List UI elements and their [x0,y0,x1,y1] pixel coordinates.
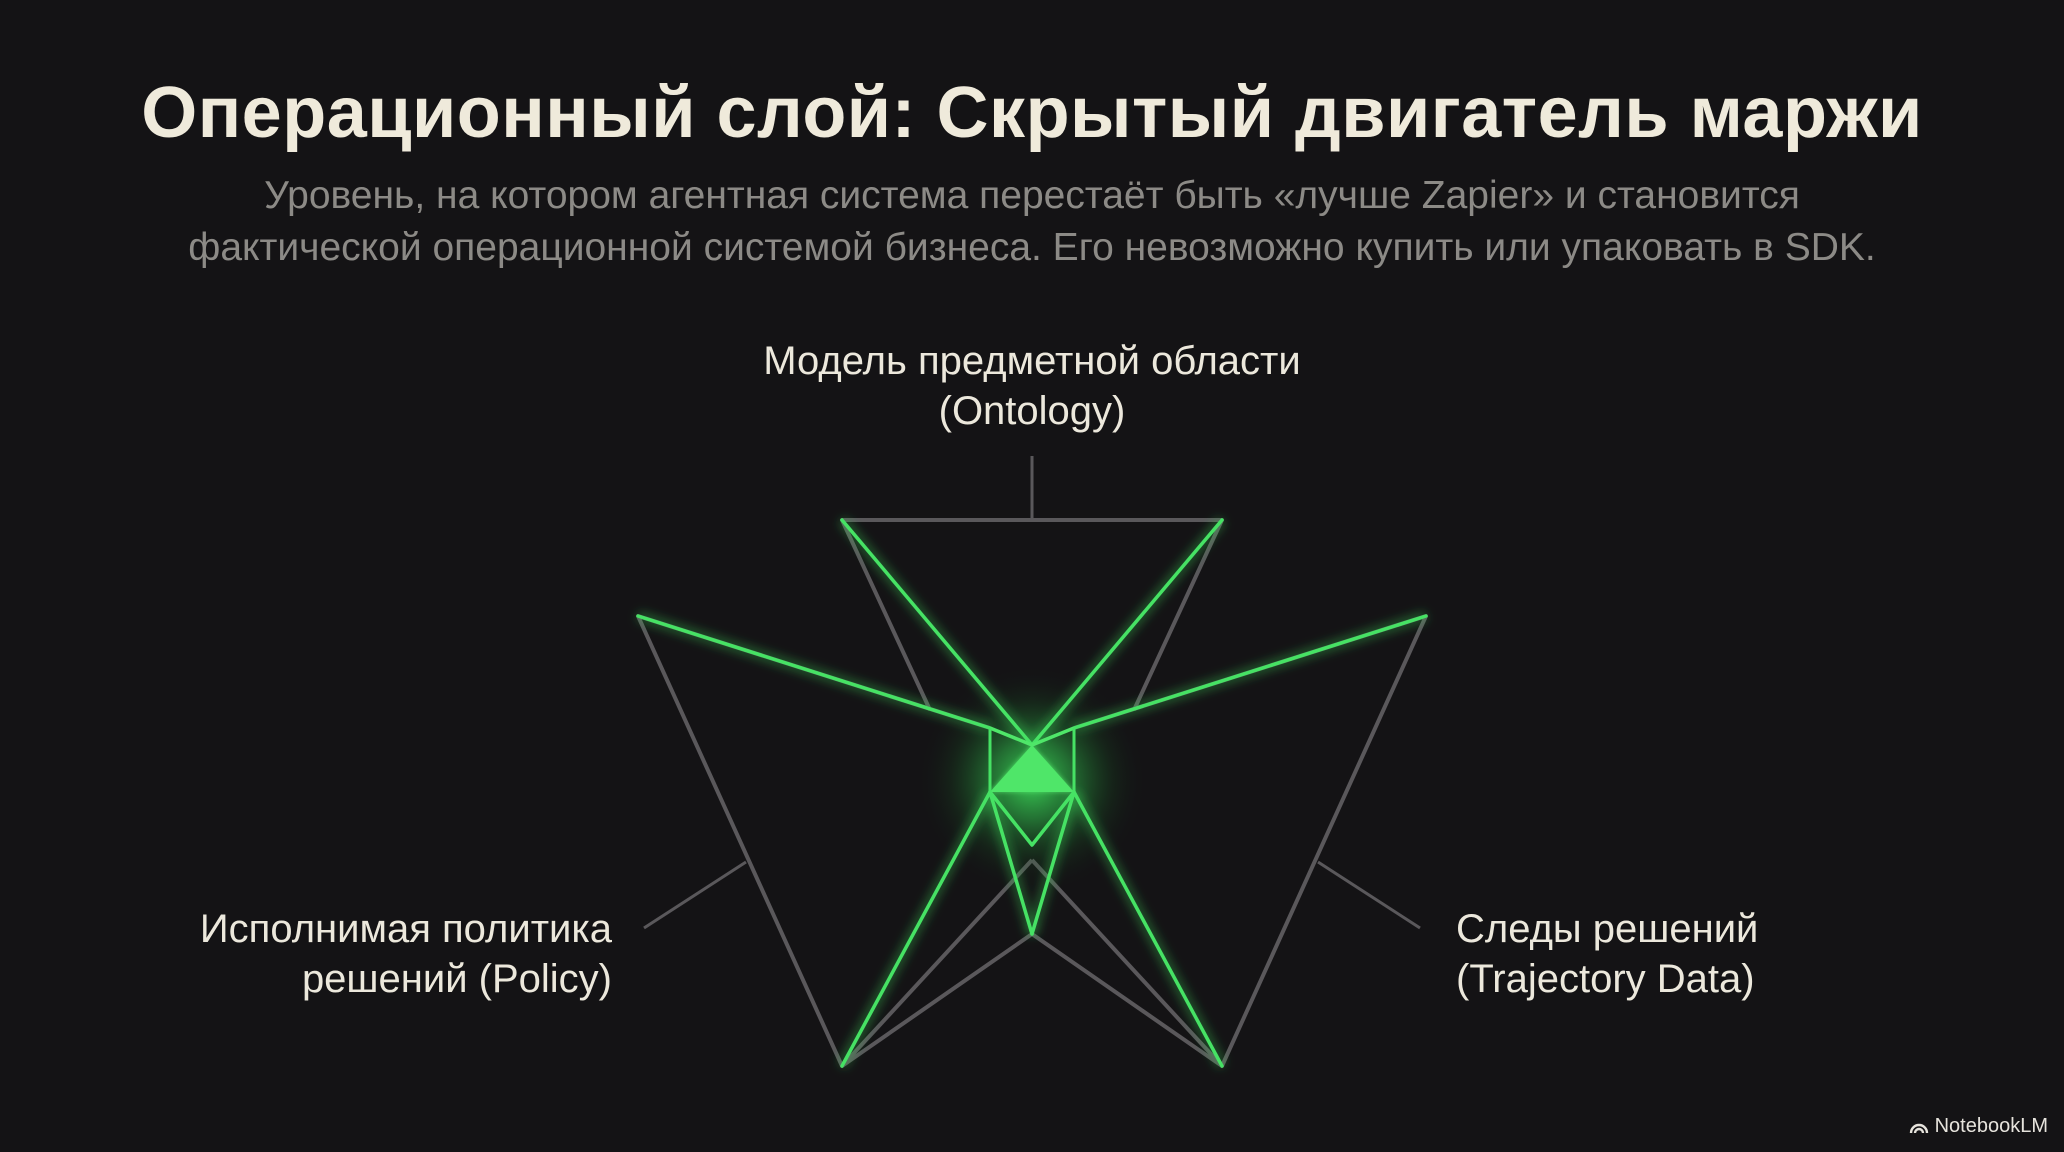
node-label-policy: Исполнимая политика решений (Policy) [100,904,612,1004]
ontology-triangle [840,518,1224,711]
leader-line-trajectory [1317,860,1421,930]
node-label-policy-line2: решений (Policy) [301,957,612,1001]
node-label-ontology-line2: (Ontology) [938,389,1126,433]
slide-subtitle: Уровень, на котором агентная система пер… [100,170,1964,274]
inner-connector-lines [840,858,1224,1068]
core-shape [988,726,1076,847]
node-label-trajectory-line2: (Trajectory Data) [1456,957,1755,1001]
leader-line-policy [643,860,747,930]
node-label-trajectory: Следы решений (Trajectory Data) [1456,904,2056,1004]
subtitle-line-1: Уровень, на котором агентная система пер… [264,174,1800,217]
notebooklm-logo-icon [1909,1120,1929,1134]
node-label-ontology-line1: Модель предметной области [763,339,1301,383]
node-label-trajectory-line1: Следы решений [1456,907,1759,951]
slide-title: Операционный слой: Скрытый двигатель мар… [141,73,1923,153]
node-label-ontology: Модель предметной области (Ontology) [632,336,1432,436]
subtitle-line-2: фактической операционной системой бизнес… [188,226,1876,269]
notebooklm-watermark: NotebookLM [1909,1115,2048,1138]
green-edges [636,518,1428,1068]
brand-name: NotebookLM [1934,1115,2048,1137]
node-label-policy-line1: Исполнимая политика [199,907,612,951]
